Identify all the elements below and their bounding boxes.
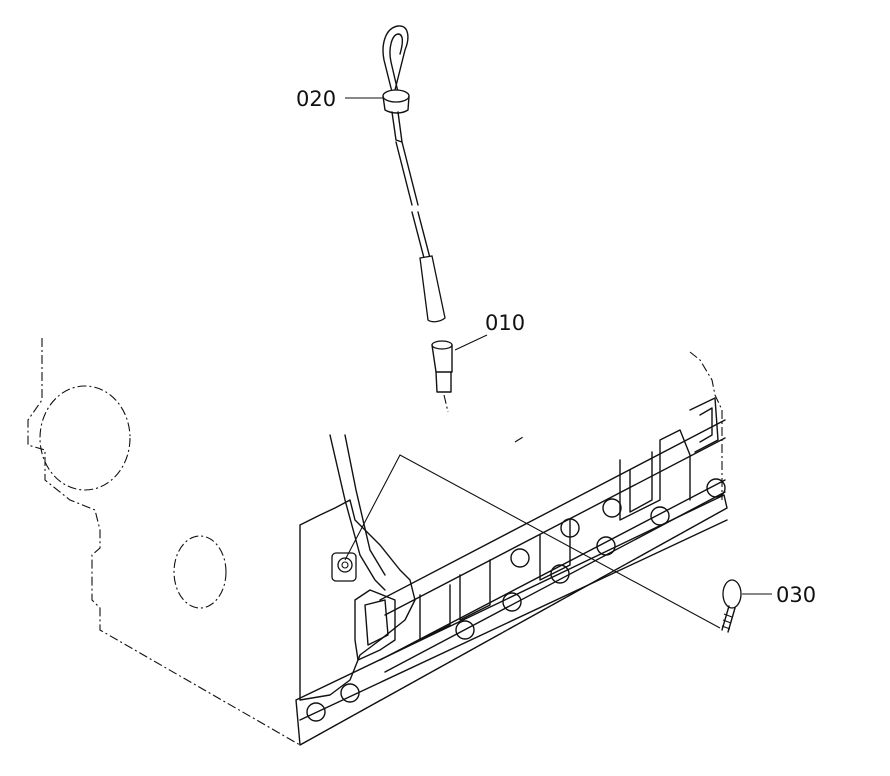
drain-plug xyxy=(721,579,742,633)
callout-010: 010 xyxy=(485,311,525,335)
callout-030: 030 xyxy=(776,583,816,607)
callout-020: 020 xyxy=(296,87,336,111)
dipstick-guide xyxy=(431,340,453,413)
engine-block xyxy=(27,338,728,746)
dipstick xyxy=(382,25,446,323)
bore-large xyxy=(39,385,131,491)
bore-small xyxy=(173,535,227,609)
leader-010 xyxy=(454,334,488,351)
